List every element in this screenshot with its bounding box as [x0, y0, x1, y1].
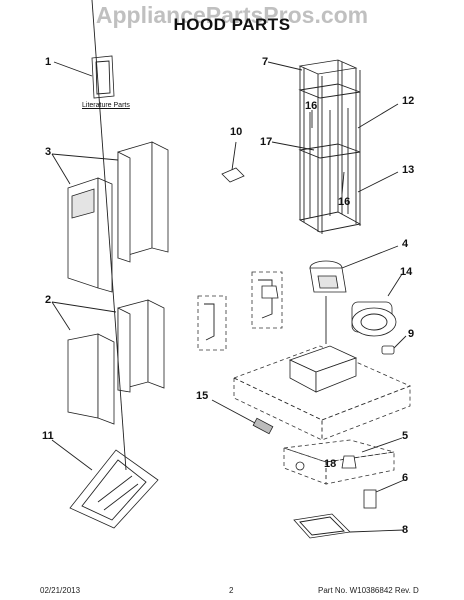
callout-2: 2 [45, 294, 52, 306]
callout-16a: 16 [305, 100, 318, 112]
damper [309, 245, 399, 293]
footer-part-number: Part No. W10386842 Rev. D [318, 586, 419, 595]
control-assembly [283, 437, 403, 485]
callout-8: 8 [402, 524, 409, 536]
callout-15: 13 [402, 164, 415, 176]
lower-duct-cover [51, 299, 165, 425]
callout-14: 12 [402, 95, 415, 107]
upper-duct-cover [51, 141, 169, 293]
footer-date: 02/21/2013 [40, 586, 81, 595]
literature-booklet [53, 55, 115, 99]
callout-12: 14 [400, 266, 413, 278]
grease-filter [51, 0, 159, 529]
clip-part [221, 141, 245, 183]
halogen-bulb [381, 335, 407, 355]
callout-11: 15 [196, 390, 209, 402]
page-title: HOOD PARTS [173, 15, 291, 34]
callout-5: 5 [402, 430, 409, 442]
mounting-brackets [197, 271, 283, 351]
callout-1: 1 [45, 56, 52, 68]
blower-motor [351, 273, 403, 337]
callout-10: 10 [230, 126, 243, 138]
wiring-harness [211, 399, 274, 435]
callout-7: 7 [262, 56, 269, 68]
hood-body [232, 296, 412, 441]
callout-13: 11 [42, 430, 54, 442]
literature-label: Literature Parts [82, 102, 130, 109]
switch-part [363, 479, 405, 509]
callout-9: 9 [408, 328, 415, 340]
support-frame [267, 59, 399, 234]
footer-page-number: 2 [229, 586, 234, 595]
callout-18: 18 [324, 458, 337, 470]
watermark: AppliancePartsPros.com [95, 2, 369, 28]
cover-plate [293, 513, 405, 539]
callout-3: 3 [45, 146, 52, 158]
callout-4: 4 [402, 238, 409, 250]
callout-16b: 16 [338, 196, 351, 208]
callout-6: 6 [402, 472, 409, 484]
callout-17: 17 [260, 136, 273, 148]
